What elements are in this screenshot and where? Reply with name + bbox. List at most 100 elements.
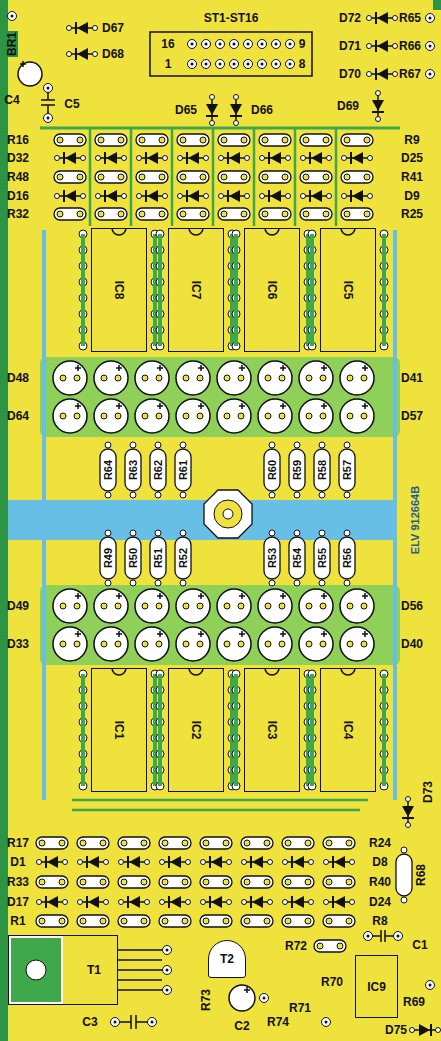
polarity-mark	[244, 987, 250, 993]
resistor-row	[54, 171, 373, 183]
led-row	[53, 627, 374, 661]
trace	[44, 230, 395, 800]
capacitor-symbol	[41, 84, 55, 123]
pin-number: 8	[298, 58, 307, 70]
part-label: R49	[103, 548, 114, 568]
part-label: R40	[368, 876, 392, 888]
part-label: IC1	[113, 719, 125, 742]
part-label: D71	[338, 40, 362, 52]
ic-outline: IC7	[168, 228, 224, 352]
part-label: R25	[400, 208, 424, 220]
part-label: D48	[6, 372, 30, 384]
part-label: D56	[400, 600, 424, 612]
part-label: BR1	[6, 31, 18, 57]
part-label: R62	[153, 460, 164, 480]
solder-pad	[163, 946, 172, 995]
part-label: R54	[292, 548, 303, 568]
copper-area	[8, 500, 393, 540]
part-label: D68	[101, 48, 125, 60]
part-label: IC6	[266, 279, 278, 302]
solder-pad	[426, 14, 435, 23]
ic-outline: IC8	[91, 228, 147, 352]
ic-outline: IC1	[91, 668, 147, 792]
diode-symbol	[367, 68, 398, 80]
ic-notch	[112, 228, 355, 675]
part-label: R1	[9, 915, 26, 927]
pin-number: 16	[160, 38, 175, 50]
part-label: R69	[402, 996, 426, 1008]
diode-symbol	[410, 1024, 441, 1036]
resistor-row	[54, 134, 373, 146]
part-label: R57	[342, 460, 353, 480]
ground-strip	[433, 0, 441, 10]
part-label: R72	[284, 940, 308, 952]
ic-outline: IC9	[355, 955, 398, 1018]
solder-pad	[322, 1018, 331, 1027]
copper-area	[40, 585, 400, 665]
part-label: R48	[6, 171, 30, 183]
part-label: R33	[6, 876, 30, 888]
part-label: C4	[3, 94, 20, 106]
ic-pins	[79, 230, 388, 790]
part-label: D75	[384, 1024, 408, 1036]
resistor-row	[36, 837, 355, 849]
part-label: R59	[292, 460, 303, 480]
pin-number: 9	[298, 38, 307, 50]
ic-outline: IC3	[244, 668, 300, 792]
part-label: C5	[63, 98, 80, 110]
led-row	[53, 399, 374, 433]
diode-symbol	[67, 48, 98, 60]
diode-symbol	[206, 95, 218, 126]
part-label: D64	[6, 410, 30, 422]
part-label: D8	[371, 856, 388, 868]
part-label: D16	[6, 190, 30, 202]
part-label: R9	[403, 134, 420, 146]
part-label: R50	[128, 548, 139, 568]
connector-label: ST1-ST16	[203, 12, 260, 24]
part-label: R66	[398, 40, 422, 52]
part-label: D67	[101, 22, 125, 34]
part-label: D65	[174, 104, 198, 116]
diode-symbol	[67, 22, 98, 34]
trace	[72, 800, 368, 810]
solder-pad	[260, 994, 269, 1003]
trace	[90, 128, 336, 226]
part-label: D32	[6, 152, 30, 164]
resistor-row	[54, 208, 373, 220]
pin-number: 1	[164, 58, 173, 70]
capacitor-symbol	[229, 985, 255, 1011]
board-id: ELV 912664B	[410, 485, 421, 555]
part-label: D9	[403, 190, 420, 202]
part-label: D24	[368, 896, 392, 908]
diode-symbol	[402, 797, 414, 828]
connector-outline	[150, 32, 312, 76]
part-label: R60	[267, 460, 278, 480]
part-label: R17	[6, 837, 30, 849]
part-label: IC8	[113, 279, 125, 302]
part-label: R61	[178, 460, 189, 480]
part-label: D40	[400, 638, 424, 650]
part-label: R71	[288, 1002, 312, 1014]
part-label: C1	[411, 939, 428, 951]
part-label: IC2	[190, 719, 202, 742]
solder-pad	[426, 42, 435, 51]
transistor-leads	[118, 950, 162, 990]
part-label: D17	[6, 896, 30, 908]
diode-symbol	[230, 95, 242, 126]
part-label: R63	[128, 460, 139, 480]
part-label: R41	[400, 171, 424, 183]
part-label: R70	[320, 976, 344, 988]
resistor-symbol	[314, 940, 346, 952]
led-row	[53, 589, 374, 623]
ground-strip	[0, 0, 8, 1041]
part-label: R56	[342, 548, 353, 568]
part-label: R16	[6, 134, 30, 146]
diode-symbol	[367, 12, 398, 24]
diode-row	[37, 896, 355, 908]
resistor-row	[36, 876, 355, 888]
transistor-outline: T2	[208, 940, 246, 978]
part-label: R73	[200, 988, 212, 1012]
mounting-hole	[204, 490, 252, 538]
part-label: IC9	[365, 981, 388, 993]
